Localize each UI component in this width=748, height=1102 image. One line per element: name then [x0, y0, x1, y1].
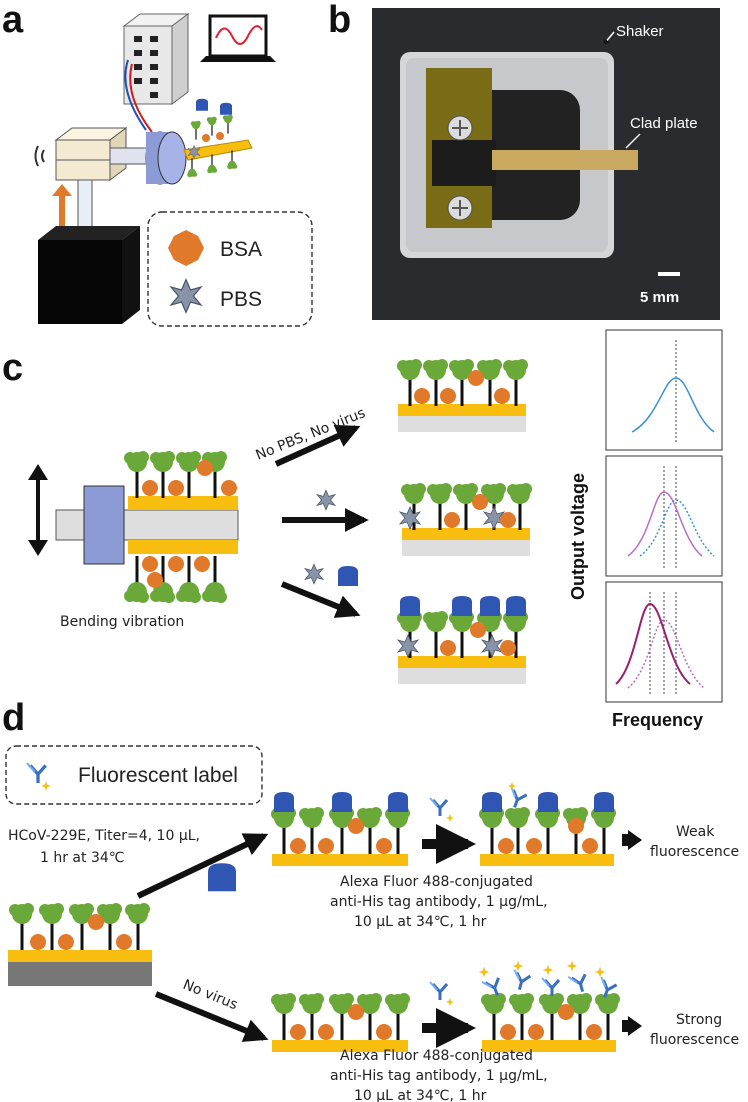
antibody-top-2: anti-His tag antibody, 1 μg/mL,	[330, 894, 548, 910]
legend-pbs: PBS	[220, 288, 262, 311]
label-clad-plate: Clad plate	[630, 115, 698, 132]
legend-fluorescent-label: Fluorescent label	[78, 764, 238, 787]
label-shaker: Shaker	[616, 23, 664, 40]
antibody-top-3: 10 μL at 34℃, 1 hr	[354, 914, 487, 930]
panel-b-photo: Shaker Clad plate 5 mm	[372, 8, 720, 320]
x-axis-label: Frequency	[612, 710, 703, 730]
panel-d-bottom-antibody-text: Alexa Fluor 488-conjugated anti-His tag …	[330, 1048, 548, 1102]
panel-d-sample-text: HCoV-229E, Titer=4, 10 μL, 1 hr at 34℃	[8, 828, 200, 866]
panel-d-top-row: Weak fluorescence	[271, 781, 739, 866]
sample-line-1: HCoV-229E, Titer=4, 10 μL,	[8, 828, 200, 844]
antibody-bottom-3: 10 μL at 34℃, 1 hr	[354, 1088, 487, 1102]
strong-label-1: Strong	[676, 1012, 722, 1028]
y-axis-label: Output voltage	[568, 473, 588, 600]
panel-d-top-antibody-text: Alexa Fluor 488-conjugated anti-His tag …	[330, 874, 548, 930]
panel-d-legend: Fluorescent label	[5, 745, 263, 805]
panel-label-d: d	[2, 697, 25, 739]
panel-c-diagram: Bending vibration No PBS, No virus	[28, 359, 532, 684]
panel-d-arrows: No virus	[136, 833, 269, 1042]
panel-label-b: b	[328, 0, 351, 41]
panel-a-setup	[34, 13, 276, 324]
antibody-bottom-1: Alexa Fluor 488-conjugated	[340, 1048, 533, 1064]
weak-label-1: Weak	[676, 824, 715, 840]
panel-a-legend: BSA PBS	[147, 211, 313, 327]
antibody-top-1: Alexa Fluor 488-conjugated	[340, 874, 533, 890]
panel-label-a: a	[2, 0, 24, 41]
weak-label-2: fluorescence	[650, 844, 739, 860]
panel-c-frequency-plots: Output voltage Frequency	[568, 329, 723, 730]
no-pbs-label: No PBS, No virus	[254, 405, 368, 464]
panel-d-bottom-row: Strong fluorescence	[271, 960, 739, 1052]
bending-vibration-label: Bending vibration	[60, 614, 184, 630]
panel-label-c: c	[2, 347, 23, 389]
scale-bar: 5 mm	[640, 289, 679, 306]
strong-label-2: fluorescence	[650, 1032, 739, 1048]
sample-line-2: 1 hr at 34℃	[40, 850, 125, 866]
panel-d-start-surface	[8, 903, 152, 986]
legend-bsa: BSA	[220, 238, 262, 261]
antibody-bottom-2: anti-His tag antibody, 1 μg/mL,	[330, 1068, 548, 1084]
